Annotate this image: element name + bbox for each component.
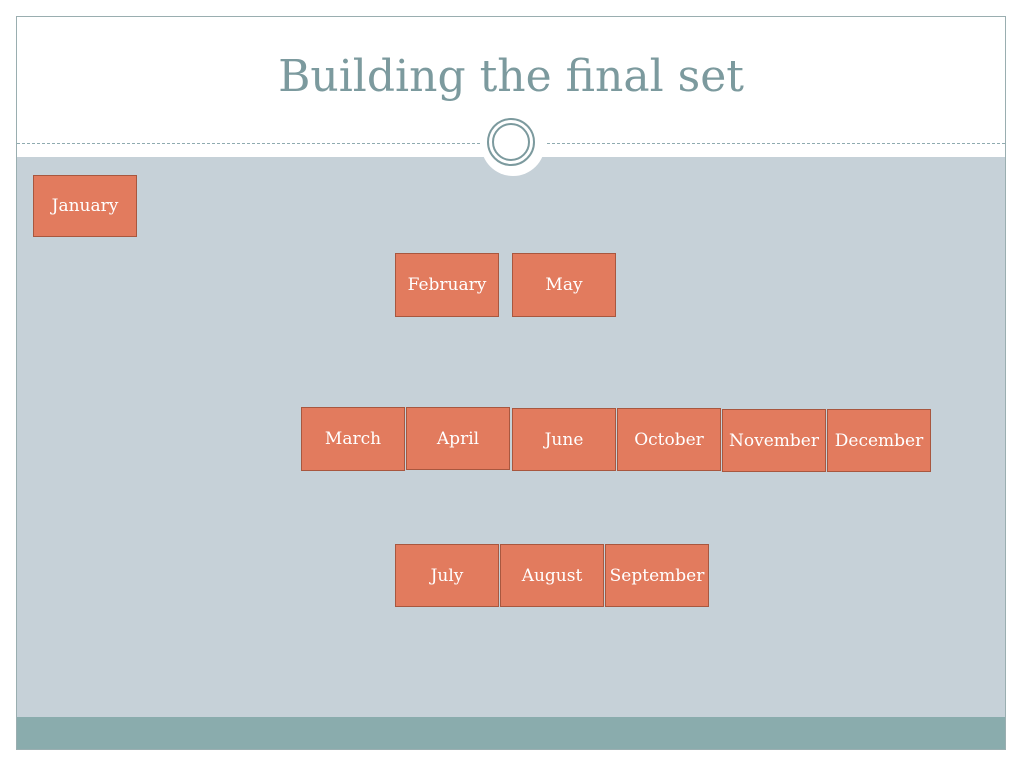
month-box-march[interactable]: March xyxy=(301,407,405,471)
month-box-september[interactable]: September xyxy=(605,544,709,607)
month-box-may[interactable]: May xyxy=(512,253,616,317)
month-box-november[interactable]: November xyxy=(722,409,826,472)
month-box-february[interactable]: February xyxy=(395,253,499,317)
footer-bar xyxy=(17,717,1005,749)
month-box-july[interactable]: July xyxy=(395,544,499,607)
month-box-august[interactable]: August xyxy=(500,544,604,607)
month-box-january[interactable]: January xyxy=(33,175,137,237)
ornament-inner-ring-icon xyxy=(492,123,530,161)
month-box-april[interactable]: April xyxy=(406,407,510,470)
month-box-october[interactable]: October xyxy=(617,408,721,471)
month-box-december[interactable]: December xyxy=(827,409,931,472)
slide-frame: Building the final set xyxy=(16,16,1006,750)
month-box-june[interactable]: June xyxy=(512,408,616,471)
slide-title: Building the final set xyxy=(278,51,744,102)
